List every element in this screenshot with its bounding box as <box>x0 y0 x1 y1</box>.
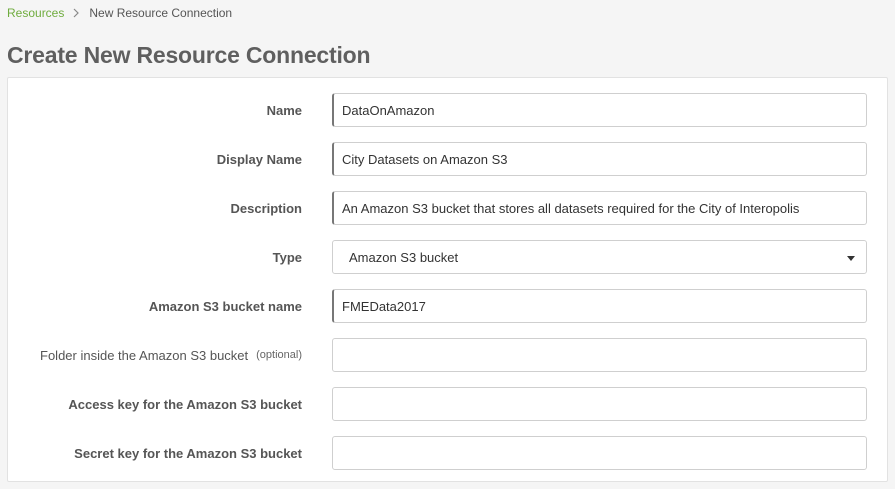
folder-label-text: Folder inside the Amazon S3 bucket <box>40 347 249 363</box>
folder-label: Folder inside the Amazon S3 bucket (opti… <box>40 338 302 372</box>
resource-connection-form: Name Display Name Description Type Amazo… <box>7 77 888 482</box>
name-label: Name <box>266 102 302 118</box>
access-key-row: Access key for the Amazon S3 bucket <box>8 387 887 421</box>
description-row: Description <box>8 191 887 225</box>
chevron-right-icon <box>73 8 80 18</box>
type-selected-value: Amazon S3 bucket <box>349 249 459 265</box>
secret-key-input[interactable] <box>332 436 867 470</box>
display-name-row: Display Name <box>8 142 887 176</box>
bucket-name-input[interactable] <box>332 289 867 323</box>
name-row: Name <box>8 93 887 127</box>
type-label: Type <box>272 249 302 265</box>
name-input[interactable] <box>332 93 867 127</box>
folder-input[interactable] <box>332 338 867 372</box>
breadcrumb-resources-link[interactable]: Resources <box>7 6 65 20</box>
breadcrumb: Resources New Resource Connection <box>7 6 232 20</box>
access-key-label: Access key for the Amazon S3 bucket <box>68 396 302 412</box>
caret-down-icon <box>847 256 855 261</box>
access-key-input[interactable] <box>332 387 867 421</box>
type-row: Type Amazon S3 bucket <box>8 240 887 274</box>
breadcrumb-current: New Resource Connection <box>89 6 233 20</box>
secret-key-row: Secret key for the Amazon S3 bucket <box>8 436 887 470</box>
description-input[interactable] <box>332 191 867 225</box>
secret-key-label: Secret key for the Amazon S3 bucket <box>74 445 302 461</box>
optional-tag: (optional) <box>256 349 302 361</box>
description-label: Description <box>230 200 302 216</box>
type-select[interactable]: Amazon S3 bucket <box>332 240 867 274</box>
display-name-label: Display Name <box>216 151 302 167</box>
folder-row: Folder inside the Amazon S3 bucket (opti… <box>8 338 887 372</box>
bucket-name-row: Amazon S3 bucket name <box>8 289 887 323</box>
display-name-input[interactable] <box>332 142 867 176</box>
page-title: Create New Resource Connection <box>7 42 371 68</box>
bucket-name-label: Amazon S3 bucket name <box>148 298 302 314</box>
